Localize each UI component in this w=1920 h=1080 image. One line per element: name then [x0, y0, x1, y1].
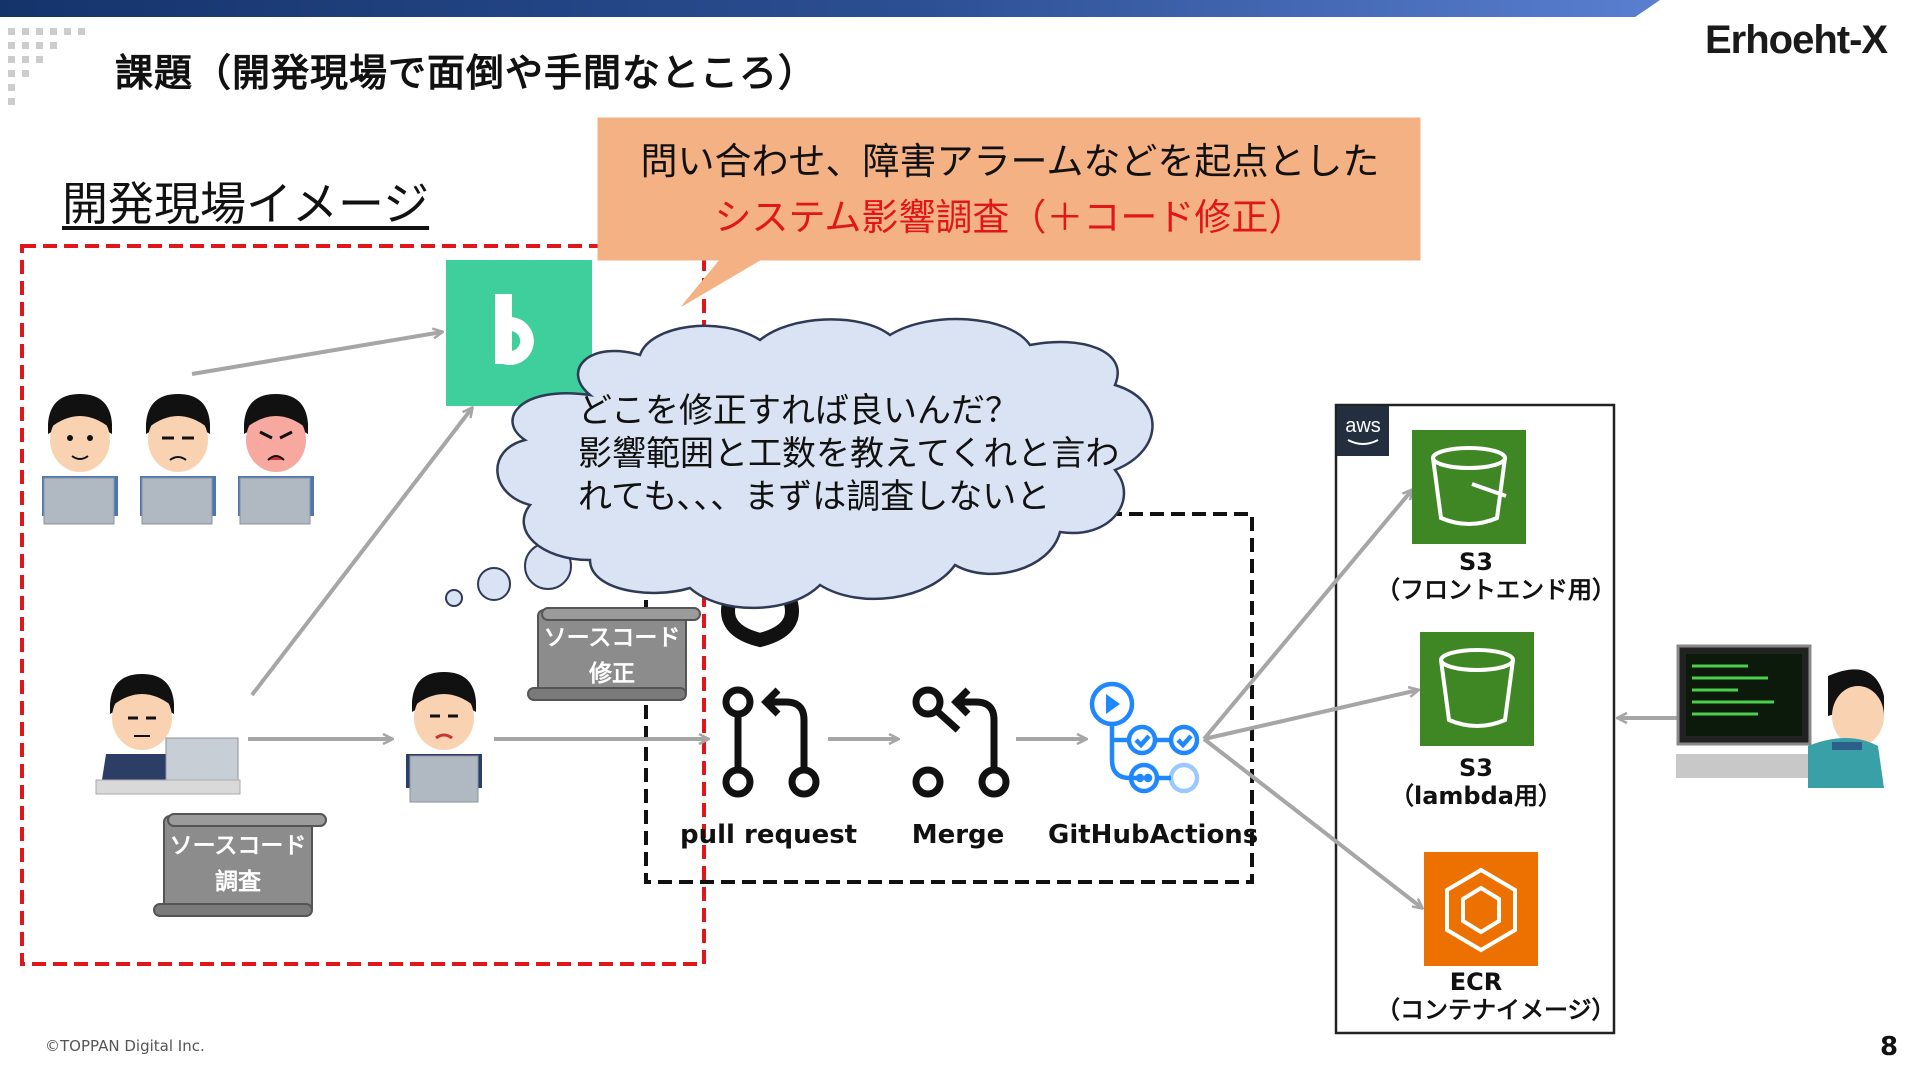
section-title: 開発現場イメージ [62, 177, 430, 231]
company-logo: Erhoeht-X [1705, 18, 1888, 63]
scroll-investigate [153, 813, 327, 917]
ecr-name: ECR [1449, 968, 1503, 996]
developer-team [42, 394, 314, 525]
copyright: ©TOPPAN Digital Inc. [45, 1037, 205, 1055]
scroll-fix-line-1: ソースコード [543, 625, 681, 651]
github-actions-label: GitHubActions [1048, 820, 1259, 850]
cloud-line-2: 影響範囲と工数を教えてくれと言わ [578, 434, 1120, 474]
thought-cloud [445, 317, 1154, 610]
ecr-sub: （コンテナイメージ） [1376, 996, 1616, 1024]
s3-lambda-name: S3 [1459, 754, 1493, 782]
ecr-label: ECR （コンテナイメージ） [1376, 968, 1616, 1024]
arrow-dev-to-app [250, 408, 472, 697]
aws-badge: aws [1337, 406, 1389, 456]
scroll-fix [527, 607, 701, 701]
github-logo-icon [721, 597, 799, 648]
pull-request-icon [722, 686, 820, 798]
s3-frontend-sub: （フロントエンド用） [1376, 576, 1616, 604]
pull-request-label: pull request [680, 820, 858, 850]
callout-line-2: システム影響調査（＋コード修正） [714, 196, 1306, 239]
s3-lambda-label: S3 （lambda用） [1376, 754, 1576, 810]
developer-laptop-icon [42, 394, 118, 525]
cloud-line-1: どこを修正すれば良いんだ？ [578, 391, 1019, 431]
s3-lambda-sub: （lambda用） [1390, 782, 1562, 810]
arrow-team-to-app [191, 332, 442, 376]
arrow-actions-to-ecr [1202, 737, 1422, 908]
ecr-icon [1424, 852, 1538, 966]
backlog-app-icon [446, 260, 592, 406]
scroll-investigate-text: ソースコード 調査 [164, 828, 312, 900]
s3-bucket-icon [1412, 430, 1526, 544]
callout-bubble [597, 117, 1421, 307]
merge-label: Merge [911, 820, 1005, 850]
terminal-operator-icon [1676, 644, 1884, 788]
developer-laptop-icon [140, 394, 216, 525]
logo-text: Erhoeht-X [1705, 18, 1888, 62]
github-actions-icon [1089, 681, 1200, 794]
scroll-fix-text: ソースコード 修正 [538, 620, 686, 692]
slide-title: 課題（開発現場で面倒や手間なところ） [115, 51, 818, 95]
investigating-developer [95, 674, 241, 795]
developer-laptop-icon [238, 394, 314, 525]
scroll-investigate-line-1: ソースコード [169, 833, 307, 859]
arrow-actions-to-s3-front [1202, 490, 1412, 741]
s3-frontend-name: S3 [1459, 548, 1493, 576]
thought-cloud-text: どこを修正すれば良いんだ？ 影響範囲と工数を教えてくれと言わ れても、、、まずは… [578, 390, 1178, 519]
s3-bucket-icon [1420, 632, 1534, 746]
fixing-developer [406, 672, 482, 803]
callout-text: 問い合わせ、障害アラームなどを起点とした システム影響調査（＋コード修正） [600, 134, 1420, 246]
svg-text:aws: aws [1345, 415, 1381, 437]
page-number: 8 [1880, 1032, 1899, 1062]
scroll-fix-line-2: 修正 [589, 661, 635, 687]
merge-icon [912, 686, 1010, 798]
cloud-line-3: れても、、、まずは調査しないと [578, 477, 1051, 517]
s3-frontend-label: S3 （フロントエンド用） [1376, 548, 1616, 604]
scroll-investigate-line-2: 調査 [215, 869, 261, 895]
callout-line-1: 問い合わせ、障害アラームなどを起点とした [640, 140, 1380, 183]
decorative-dots [8, 28, 85, 105]
dev-area-frame [20, 244, 706, 966]
arrow-actions-to-s3-lambda [1203, 690, 1418, 741]
title-bar [0, 0, 1660, 17]
